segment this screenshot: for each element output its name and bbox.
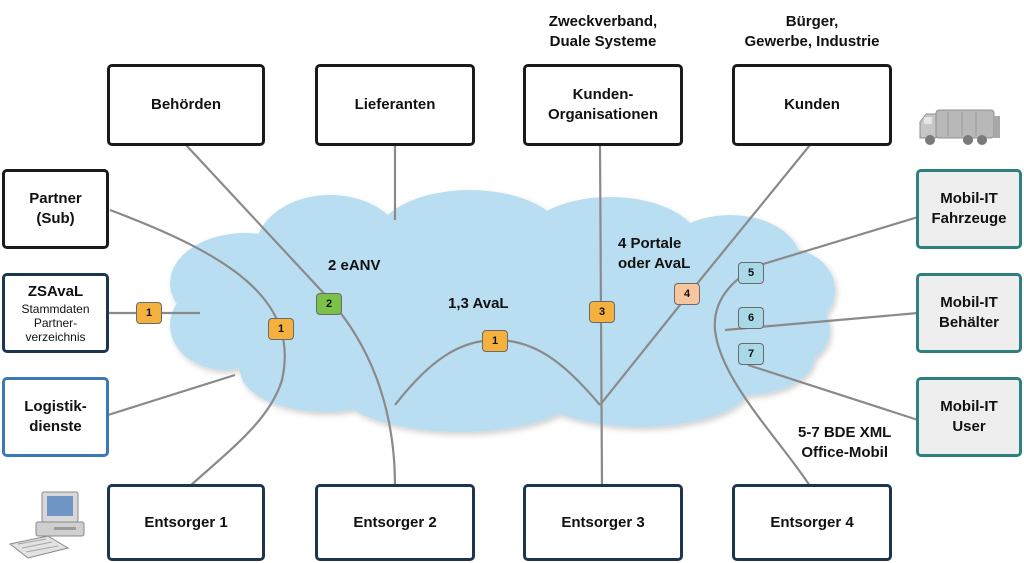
box-entsorger-1-label: Entsorger 1 [144,513,228,531]
box-fahrzeuge-line2: Fahrzeuge [931,210,1007,227]
label-portale: 4 Portale oder AvaL [618,234,690,274]
box-kunden-label: Kunden [784,96,840,113]
badge-eanv: 2 [316,293,342,315]
badge-zsaval: 1 [136,302,162,324]
box-entsorger-4: Entsorger 4 [732,484,892,561]
box-partner-line1: Partner [29,190,82,207]
box-entsorger-3: Entsorger 3 [523,484,683,561]
box-partner: Partner (Sub) [2,169,109,249]
badge-cloud-left: 1 [268,318,294,340]
label-portale-line2: oder AvaL [618,255,691,272]
box-logistikdienste: Logistik- dienste [2,377,109,457]
box-zsaval-sub-line1: Stammdaten [21,302,90,316]
box-fahrzeuge-line1: Mobil-IT [940,190,998,207]
box-entsorger-1: Entsorger 1 [107,484,265,561]
box-kunden: Kunden [732,64,892,146]
box-entsorger-4-label: Entsorger 4 [770,513,854,531]
box-behaelter-line2: Behälter [938,314,1000,331]
box-entsorger-2-label: Entsorger 2 [353,513,437,531]
box-zsaval-title: ZSAvaL [27,283,84,300]
box-zsaval-sub-line2: Partner- [33,316,78,330]
computer-icon [8,491,85,559]
box-behoerden-label: Behörden [150,96,221,113]
caption-zweckverband-line2: Duale Systeme [549,33,657,50]
badge-three: 3 [589,301,615,323]
box-zsaval: ZSAvaL Stammdaten Partner- verzeichnis [2,273,109,353]
label-portale-line1: 4 Portale [618,235,682,252]
badge-four: 4 [674,283,700,305]
caption-buerger-line2: Gewerbe, Industrie [744,33,880,50]
badge-six: 6 [738,307,764,329]
label-eanv: 2 eANV [328,257,381,274]
box-lieferanten: Lieferanten [315,64,475,146]
cloud-shape [170,190,835,432]
caption-zweckverband-line1: Zweckverband, [548,13,658,30]
box-behaelter-line1: Mobil-IT [940,294,998,311]
box-user-line2: User [952,418,986,435]
box-entsorger-2: Entsorger 2 [315,484,475,561]
badge-seven: 7 [738,343,764,365]
label-bde-line1: 5-7 BDE XML [798,424,892,441]
box-logistikdienste-line1: Logistik- [24,398,87,415]
label-bde-line2: Office-Mobil [801,444,889,461]
caption-buerger: Bürger, Gewerbe, Industrie [732,12,892,52]
box-mobil-it-fahrzeuge: Mobil-IT Fahrzeuge [916,169,1022,249]
box-user-line1: Mobil-IT [940,398,998,415]
box-mobil-it-user: Mobil-IT User [916,377,1022,457]
box-logistikdienste-line2: dienste [29,418,82,435]
box-kunden-organisationen-line1: Kunden- [572,86,634,103]
box-kunden-organisationen: Kunden- Organisationen [523,64,683,146]
badge-five: 5 [738,262,764,284]
box-partner-line2: (Sub) [36,210,75,227]
box-entsorger-3-label: Entsorger 3 [561,513,645,531]
box-behoerden: Behörden [107,64,265,146]
box-zsaval-sub-line3: verzeichnis [25,330,86,344]
box-kunden-organisationen-line2: Organisationen [547,106,659,123]
caption-buerger-line1: Bürger, [785,13,839,30]
label-aval: 1,3 AvaL [448,295,509,312]
badge-center: 1 [482,330,508,352]
label-bde: 5-7 BDE XML Office-Mobil [798,423,891,463]
box-mobil-it-behaelter: Mobil-IT Behälter [916,273,1022,353]
box-lieferanten-label: Lieferanten [354,96,436,113]
garbage-truck-icon [919,109,1000,145]
caption-zweckverband: Zweckverband, Duale Systeme [528,12,678,52]
